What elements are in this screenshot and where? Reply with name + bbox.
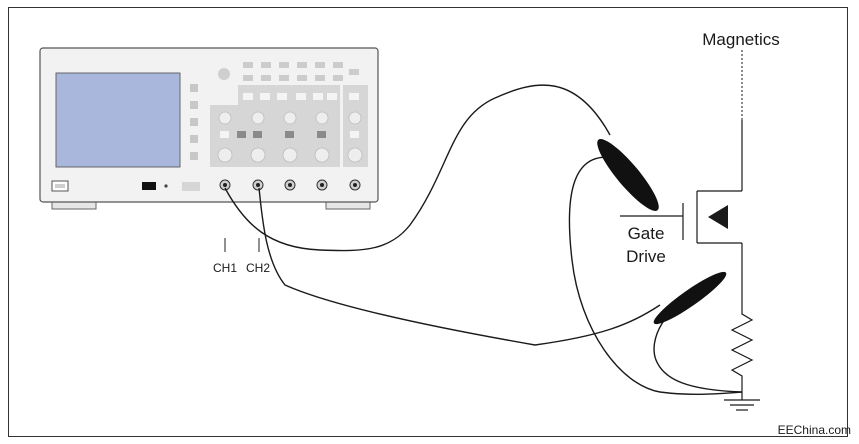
ch1-label: CH1 xyxy=(213,261,237,275)
indicator-dot xyxy=(164,184,168,188)
bnc-connector-ext xyxy=(349,179,361,191)
oscilloscope xyxy=(39,47,379,210)
control-panel xyxy=(238,85,340,105)
gate-label: Gate xyxy=(628,224,665,243)
watermark: EEChina.com xyxy=(778,423,851,437)
ch2-label: CH2 xyxy=(246,261,270,275)
bnc-connector-ch1 xyxy=(219,179,231,191)
panel-mid-keys xyxy=(220,131,359,138)
oscilloscope-screen xyxy=(55,72,181,168)
diagram-border xyxy=(8,7,848,437)
resistor-icon xyxy=(730,268,754,400)
top-keys xyxy=(243,62,359,81)
current-probe-clamp-lower xyxy=(653,271,727,325)
current-probe-clamp-upper xyxy=(597,139,659,211)
ground-icon xyxy=(724,399,760,411)
usb-port xyxy=(142,182,156,190)
power-button-inner xyxy=(55,184,65,188)
bnc-connector-ch3 xyxy=(284,179,296,191)
bnc-connector-ch2 xyxy=(252,179,264,191)
ch2-cable xyxy=(258,187,661,346)
front-key xyxy=(182,182,200,191)
circuit xyxy=(620,50,760,411)
top-knob xyxy=(218,68,230,80)
drive-label: Drive xyxy=(626,247,666,266)
panel-knobs xyxy=(217,111,363,163)
magnetics-label: Magnetics xyxy=(702,30,779,49)
panel-keys xyxy=(243,93,359,100)
screen-side-keys xyxy=(190,84,198,160)
bnc-connector-ch4 xyxy=(316,179,328,191)
mosfet-icon xyxy=(682,190,743,268)
ch1-cable xyxy=(224,84,611,252)
bnc-connectors xyxy=(219,179,361,191)
